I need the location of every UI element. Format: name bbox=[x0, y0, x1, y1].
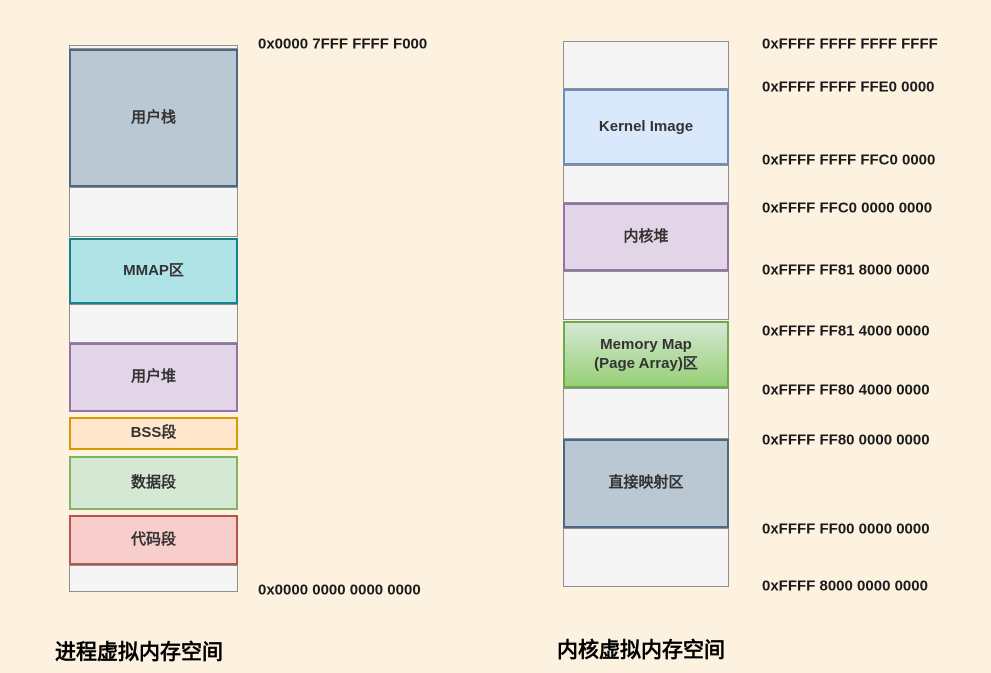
segment-label: 用户堆 bbox=[130, 368, 176, 386]
bottom-guard-gap bbox=[69, 565, 238, 592]
segment-label: (Page Array)区 bbox=[594, 354, 698, 372]
kernel-vm-address-label: 0xFFFF FF80 0000 0000 bbox=[762, 431, 930, 449]
process-vm-title: 进程虚拟内存空间 bbox=[55, 641, 223, 664]
segment-label: Kernel Image bbox=[598, 117, 694, 135]
segment-code-segment: 代码段 bbox=[69, 515, 238, 565]
segment-label: 用户栈 bbox=[130, 108, 176, 126]
kernel-vm-address-label: 0xFFFF FF80 4000 0000 bbox=[762, 381, 930, 399]
segment-label: MMAP区 bbox=[123, 261, 184, 279]
free-gap-3 bbox=[563, 388, 729, 439]
process-vm-column: 用户栈 MMAP区用户堆 BSS段数据段代码段 bbox=[69, 45, 238, 592]
kernel-vm-address-label: 0xFFFF FF81 8000 0000 bbox=[762, 261, 930, 279]
top-guard-gap bbox=[69, 45, 238, 49]
segment-memory-map-region: Memory Map(Page Array)区 bbox=[563, 321, 729, 388]
process-vm-address-label: 0x0000 7FFF FFFF F000 bbox=[258, 35, 428, 53]
segment-user-heap: 用户堆 bbox=[69, 343, 238, 412]
free-gap-2 bbox=[563, 271, 729, 320]
free-gap-2 bbox=[69, 304, 238, 343]
segment-mmap-region: MMAP区 bbox=[69, 238, 238, 304]
segment-bss-segment: BSS段 bbox=[69, 417, 238, 450]
free-gap-1 bbox=[69, 187, 238, 237]
free-gap-1 bbox=[563, 165, 729, 203]
segment-label: 内核堆 bbox=[623, 227, 669, 245]
segment-label: Memory Map bbox=[600, 335, 692, 353]
free-gap-bottom bbox=[563, 528, 729, 587]
process-vm-address-label: 0x0000 0000 0000 0000 bbox=[258, 581, 421, 599]
free-gap-top bbox=[563, 41, 729, 89]
segment-kernel-heap: 内核堆 bbox=[563, 203, 729, 271]
segment-user-stack: 用户栈 bbox=[69, 49, 238, 187]
kernel-vm-address-label: 0xFFFF FFFF FFFF FFFF bbox=[762, 35, 938, 53]
segment-label: 直接映射区 bbox=[608, 474, 684, 492]
kernel-vm-address-label: 0xFFFF FFFF FFC0 0000 bbox=[762, 151, 936, 169]
segment-direct-map-region: 直接映射区 bbox=[563, 439, 729, 528]
segment-label: 代码段 bbox=[130, 530, 176, 548]
segment-label: 数据段 bbox=[130, 473, 176, 491]
kernel-vm-address-label: 0xFFFF FFC0 0000 0000 bbox=[762, 199, 933, 217]
segment-kernel-image: Kernel Image bbox=[563, 89, 729, 165]
segment-data-segment: 数据段 bbox=[69, 456, 238, 510]
segment-label: BSS段 bbox=[130, 424, 177, 442]
kernel-vm-address-label: 0xFFFF FFFF FFE0 0000 bbox=[762, 78, 935, 96]
kernel-vm-address-label: 0xFFFF FF00 0000 0000 bbox=[762, 520, 930, 538]
kernel-vm-address-label: 0xFFFF FF81 4000 0000 bbox=[762, 322, 930, 340]
kernel-vm-address-label: 0xFFFF 8000 0000 0000 bbox=[762, 577, 928, 595]
kernel-vm-title: 内核虚拟内存空间 bbox=[557, 639, 725, 662]
